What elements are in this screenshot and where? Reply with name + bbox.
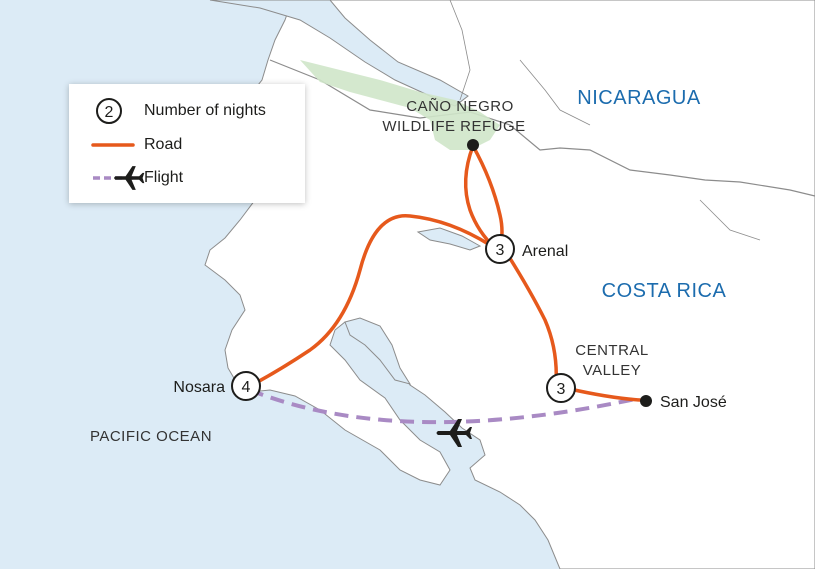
legend-plane-icon xyxy=(114,166,145,190)
road-central-valley-san-jose xyxy=(568,387,642,402)
legend-road-symbol xyxy=(91,143,135,147)
refuge-area xyxy=(300,60,500,150)
stop-san-jose-label: San José xyxy=(660,394,727,411)
legend-road-row: Road xyxy=(69,130,305,160)
legend-nights-label: Number of nights xyxy=(144,102,266,119)
river xyxy=(449,0,761,241)
stop-arenal-marker: 3 xyxy=(485,234,515,264)
stop-nosara-label: Nosara xyxy=(173,379,225,396)
stop-cano-negro-dot xyxy=(467,139,479,151)
legend: 2 Number of nights Road Flight xyxy=(69,84,305,203)
legend-nights-symbol: 2 xyxy=(96,98,122,124)
valley-label-line2: VALLEY xyxy=(583,362,642,379)
stop-arenal-nights: 3 xyxy=(496,242,505,259)
stop-san-jose-dot xyxy=(640,395,652,407)
stop-central-valley-marker: 3 xyxy=(546,373,576,403)
legend-nights-row: 2 Number of nights xyxy=(69,96,305,126)
road-arenal-nosara xyxy=(250,214,492,387)
stop-nosara-marker: 4 xyxy=(231,371,261,401)
legend-nights-example: 2 xyxy=(105,104,114,121)
road-arenal-central-valley xyxy=(504,250,559,386)
ocean-label: PACIFIC OCEAN xyxy=(90,428,212,445)
lake-arenal xyxy=(416,227,482,251)
stop-central-valley-nights: 3 xyxy=(557,381,566,398)
legend-road-label: Road xyxy=(144,136,183,153)
plane-icon xyxy=(436,419,472,447)
country-label-nicaragua: NICARAGUA xyxy=(577,87,701,109)
flight-route xyxy=(249,388,641,425)
valley-label-line1: CENTRAL xyxy=(575,342,649,359)
refuge-label-line1: CAÑO NEGRO xyxy=(406,98,514,115)
legend-flight-symbol xyxy=(93,166,145,190)
legend-flight-row: Flight xyxy=(69,163,305,193)
stop-arenal-label: Arenal xyxy=(522,243,568,260)
refuge-label-line2: WILDLIFE REFUGE xyxy=(382,118,525,135)
legend-flight-label: Flight xyxy=(144,169,184,186)
road-cano-negro-loop-west xyxy=(463,144,497,250)
country-border xyxy=(269,59,815,197)
gulf xyxy=(344,317,412,385)
country-label-costa-rica: COSTA RICA xyxy=(602,280,727,302)
stop-nosara-nights: 4 xyxy=(242,379,251,396)
